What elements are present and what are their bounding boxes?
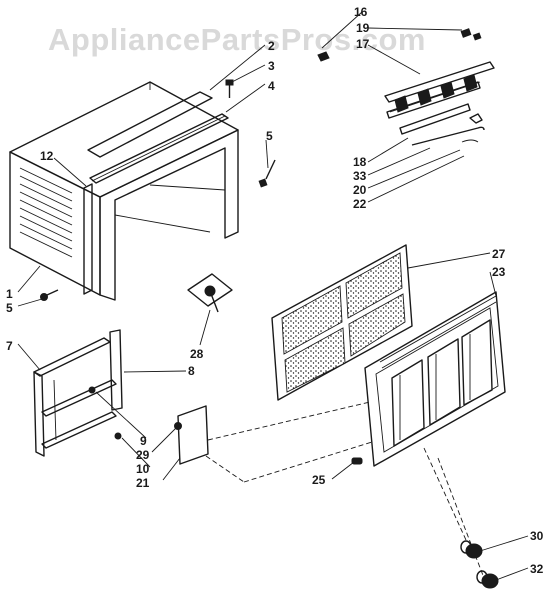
callout-28: 28	[190, 347, 204, 361]
callout-labels: 16 19 17 2 3 4 5 12 18 33 20 22 27 23 1 …	[6, 5, 544, 576]
callout-30: 30	[530, 529, 544, 543]
callout-10: 10	[136, 462, 150, 476]
callout-9: 9	[140, 434, 147, 448]
side-seal-strip	[83, 183, 93, 295]
clip-25	[351, 457, 363, 465]
callout-29: 29	[136, 448, 150, 462]
callout-18: 18	[353, 155, 367, 169]
top-foam-seal	[87, 91, 213, 158]
screw-3	[225, 79, 234, 98]
spring-clip	[469, 113, 483, 124]
callout-5-top: 5	[266, 129, 273, 143]
motor-mount-plate	[187, 273, 233, 313]
bolt-10	[114, 432, 122, 440]
vertical-strip	[109, 329, 123, 411]
front-grille	[364, 291, 506, 467]
callout-19: 19	[356, 21, 370, 35]
callout-33: 33	[353, 169, 367, 183]
bolt-9	[88, 386, 96, 394]
wire-rod	[411, 126, 485, 146]
callout-21: 21	[136, 476, 150, 490]
callout-3: 3	[268, 59, 275, 73]
callout-25: 25	[312, 473, 326, 487]
callout-20: 20	[353, 183, 367, 197]
control-plate	[177, 405, 209, 465]
callout-8: 8	[188, 364, 195, 378]
control-knob-32	[476, 570, 499, 589]
callout-1: 1	[6, 287, 13, 301]
callout-17: 17	[356, 37, 370, 51]
side-panel-bracket	[33, 337, 117, 457]
cabinet-wrapper	[9, 81, 239, 301]
deflector-bar	[399, 103, 471, 135]
top-rail-bracket	[89, 113, 229, 184]
callout-16: 16	[354, 5, 368, 19]
screw-5-side	[40, 289, 59, 301]
callout-22: 22	[353, 197, 367, 211]
callout-2: 2	[268, 39, 275, 53]
callout-7: 7	[6, 339, 13, 353]
callout-12: 12	[40, 149, 54, 163]
air-filter	[271, 244, 413, 401]
callout-32: 32	[530, 562, 544, 576]
control-knob-30	[460, 540, 483, 559]
callout-5-side: 5	[6, 301, 13, 315]
watermark-text: AppliancePartsPros.com	[48, 22, 426, 57]
callout-27: 27	[492, 247, 506, 261]
callout-23: 23	[492, 265, 506, 279]
callout-4: 4	[268, 79, 275, 93]
screw-5-top	[258, 159, 276, 188]
louver-assembly	[317, 28, 495, 119]
